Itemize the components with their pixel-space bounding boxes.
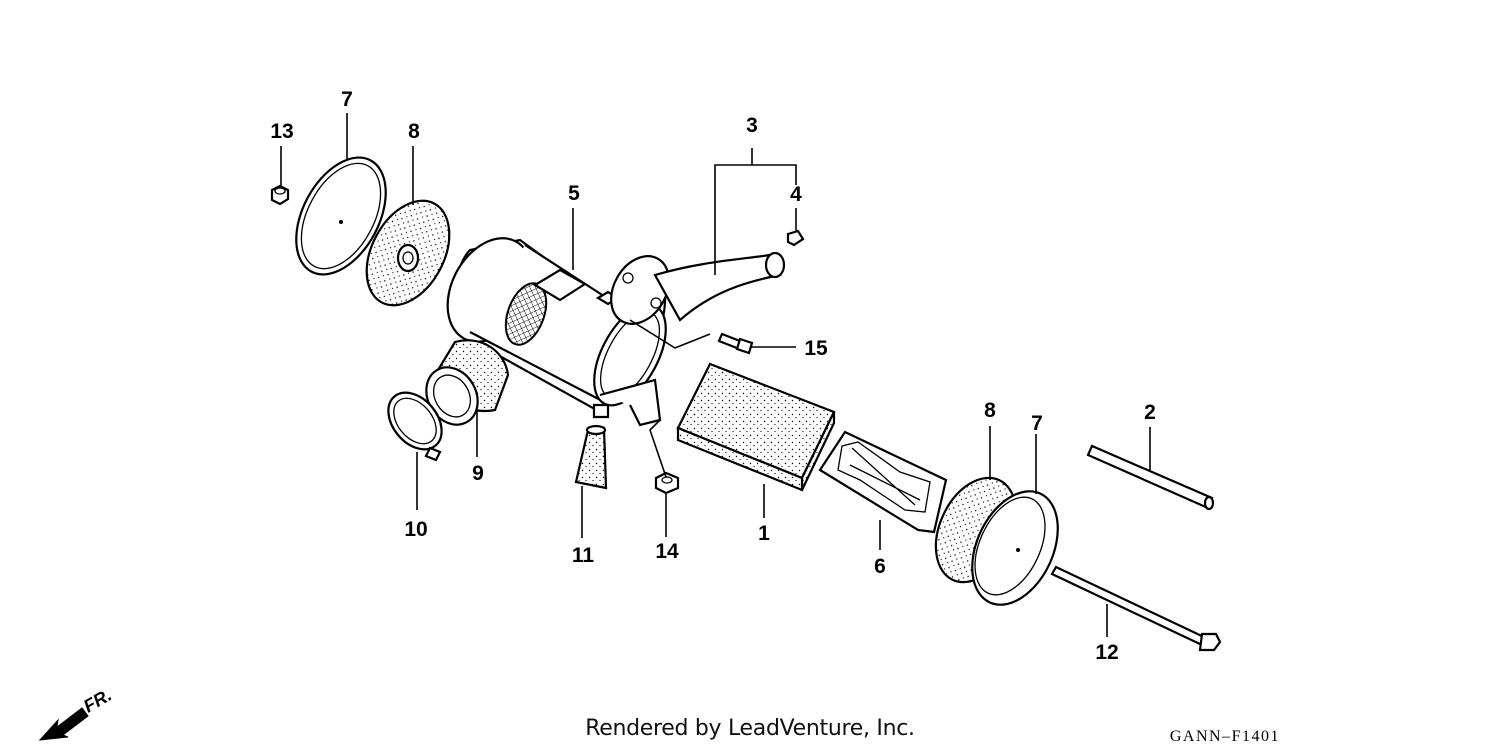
callout-10: 10 [404, 518, 427, 541]
callout-6: 6 [874, 555, 886, 578]
part-7-cover-left [295, 156, 387, 276]
callout-13: 13 [270, 120, 293, 143]
part-1-filter-element [676, 362, 836, 492]
part-15-bolt [717, 332, 754, 355]
part-2-rod [1086, 444, 1215, 511]
part-6-holder [818, 430, 948, 534]
part-14-nut [654, 471, 680, 495]
callout-1: 1 [758, 522, 770, 545]
callout-15: 15 [804, 337, 828, 360]
callout-5: 5 [568, 182, 580, 205]
part-11-drain-tube [574, 424, 608, 490]
part-3-connecting-tube [610, 251, 786, 325]
part-10-band [387, 391, 443, 462]
callout-9: 9 [472, 462, 484, 485]
callout-2: 2 [1144, 401, 1156, 424]
callout-7-right: 7 [1031, 412, 1043, 435]
part-7-cover-right [971, 490, 1059, 606]
callout-3: 3 [746, 114, 758, 137]
render-credit: Rendered by LeadVenture, Inc. [585, 716, 915, 741]
callout-8-left: 8 [408, 120, 420, 143]
callout-14: 14 [655, 540, 679, 563]
callout-7-left: 7 [341, 88, 353, 111]
part-4-cap [786, 229, 805, 247]
part-13-nut [270, 184, 290, 206]
callout-8-right: 8 [984, 399, 996, 422]
leader-lines [280, 113, 1151, 637]
front-arrow-icon [38, 707, 89, 741]
callout-labels: 13 7 8 5 3 4 15 9 10 11 14 1 6 8 7 2 12 [270, 88, 1156, 664]
callout-4: 4 [790, 183, 802, 206]
callout-11: 11 [572, 544, 595, 567]
part-5-air-cleaner-case [446, 237, 667, 427]
part-8-filter-left [365, 199, 451, 307]
figure-code: GANN–F1401 [1169, 728, 1280, 745]
callout-12: 12 [1095, 641, 1118, 664]
part-12-long-bolt [1050, 565, 1222, 652]
part-9-boot [425, 339, 510, 426]
